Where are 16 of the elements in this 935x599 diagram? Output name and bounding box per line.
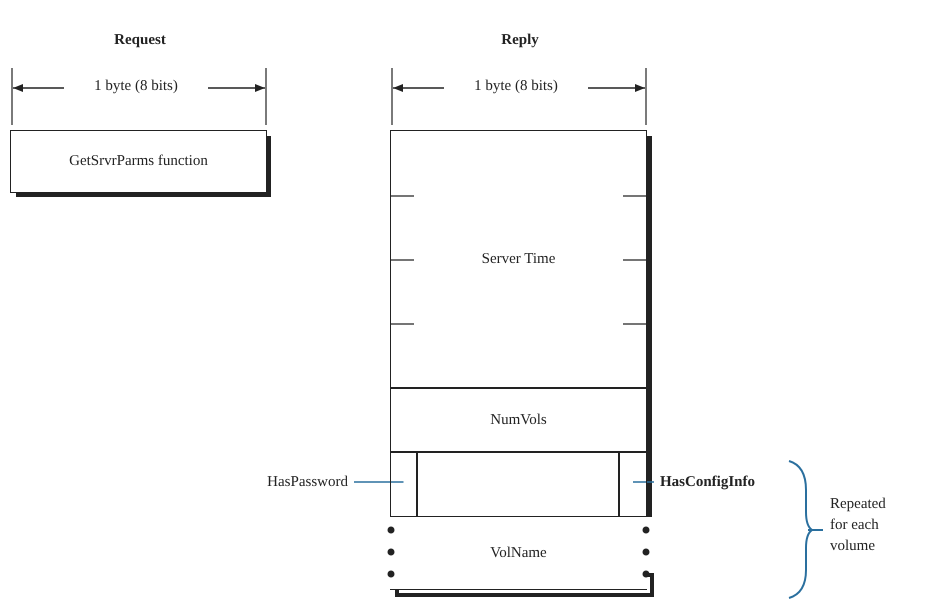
dimension-label: 1 byte (8 bits) [93,78,179,95]
column-heading: Request [113,32,167,49]
leader-line [633,481,654,483]
brace-note: Repeated for each volume [830,495,887,556]
field-box: NumVols [390,388,647,452]
field-label: HasConfigInfo [660,470,790,494]
leader-line [354,481,404,483]
bit-cell [390,452,417,517]
field-box: Server Time [390,130,647,388]
field-box: VolName [390,517,647,590]
dimension-label: 1 byte (8 bits) [473,78,559,95]
bit-cell [619,452,647,517]
column-heading: Reply [500,32,540,49]
field-label: HasPassword [228,470,348,494]
field-box: GetSrvrParms function [10,130,267,193]
reserved-cell [417,452,619,517]
